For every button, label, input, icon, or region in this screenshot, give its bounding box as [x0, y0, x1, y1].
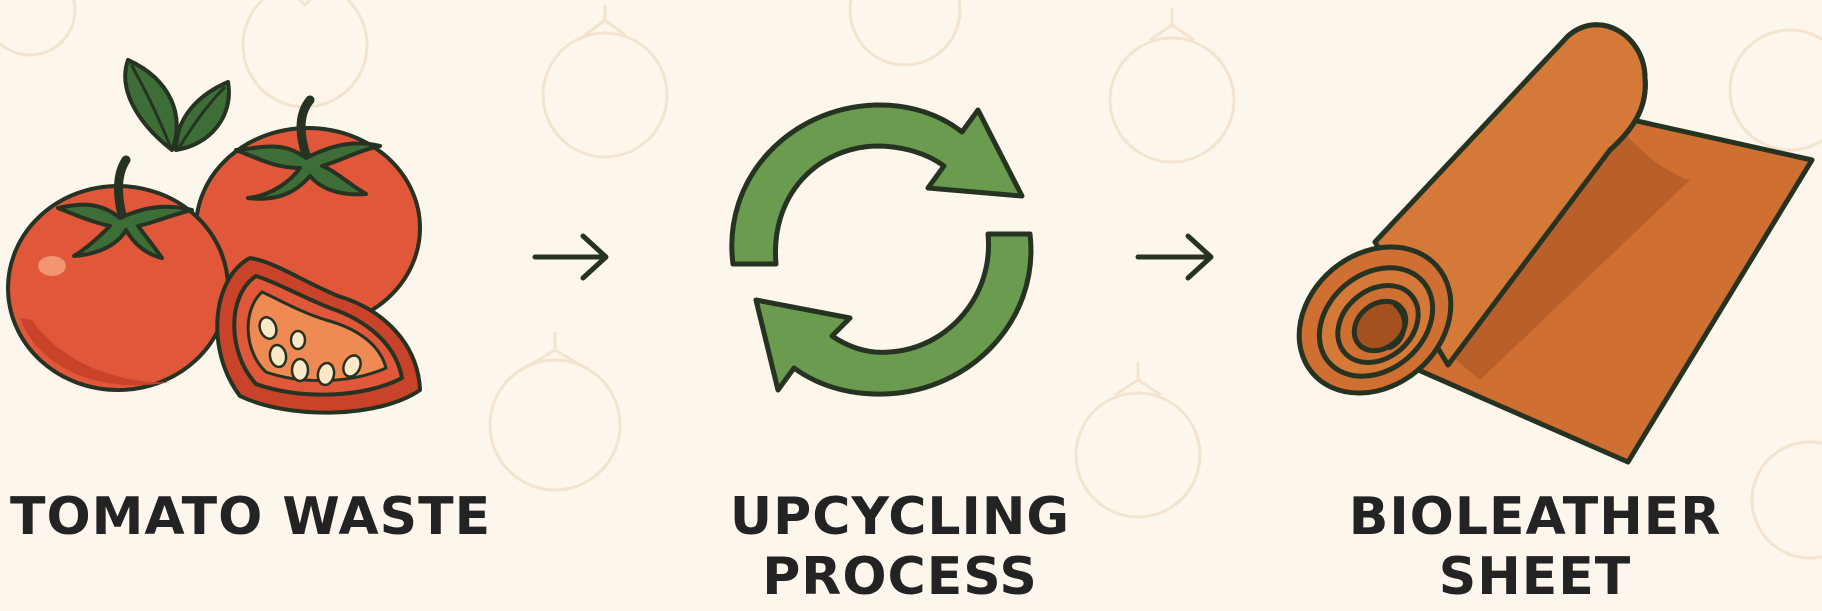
step-label-line: BIOLEATHER	[1348, 487, 1722, 547]
watermark-tomato-icon	[541, 5, 669, 159]
tomatoes-icon	[6, 58, 422, 415]
step-label-tomato-waste: TOMATO WASTE	[10, 487, 492, 548]
watermark-tomato-icon	[0, 0, 77, 57]
step-label-upcycling-process: UPCYCLING PROCESS	[700, 487, 1100, 608]
tomato-seeds	[258, 316, 362, 387]
watermark-tomato-icon	[1750, 440, 1822, 560]
watermark-tomato-icon	[1108, 8, 1236, 164]
watermark-tomato-icon	[1728, 28, 1822, 152]
roll-end-spiral	[1296, 244, 1454, 396]
step-label-line: PROCESS	[762, 546, 1038, 607]
watermark-tomato-icon	[488, 332, 622, 492]
tomato-front	[6, 155, 230, 392]
step-label-line: UPCYCLING	[729, 487, 1071, 547]
step-label-bioleather-sheet: BIOLEATHER SHEET	[1310, 487, 1760, 608]
arrow-right-icon	[532, 233, 609, 281]
step-label-line: TOMATO WASTE	[10, 487, 492, 547]
watermark-tomato-icon	[1074, 362, 1202, 519]
tomato-slice	[215, 256, 422, 415]
recycle-arrows-icon	[729, 102, 1034, 397]
watermark-tomato-icon	[241, 0, 369, 109]
arrow-right-icon	[1135, 233, 1214, 281]
basil-leaf-icon	[123, 58, 231, 152]
watermark-tomato-icon	[848, 0, 962, 67]
leather-roll-icon	[1296, 22, 1815, 465]
step-label-line: SHEET	[1438, 546, 1632, 607]
background-tomato-pattern	[0, 0, 1822, 560]
